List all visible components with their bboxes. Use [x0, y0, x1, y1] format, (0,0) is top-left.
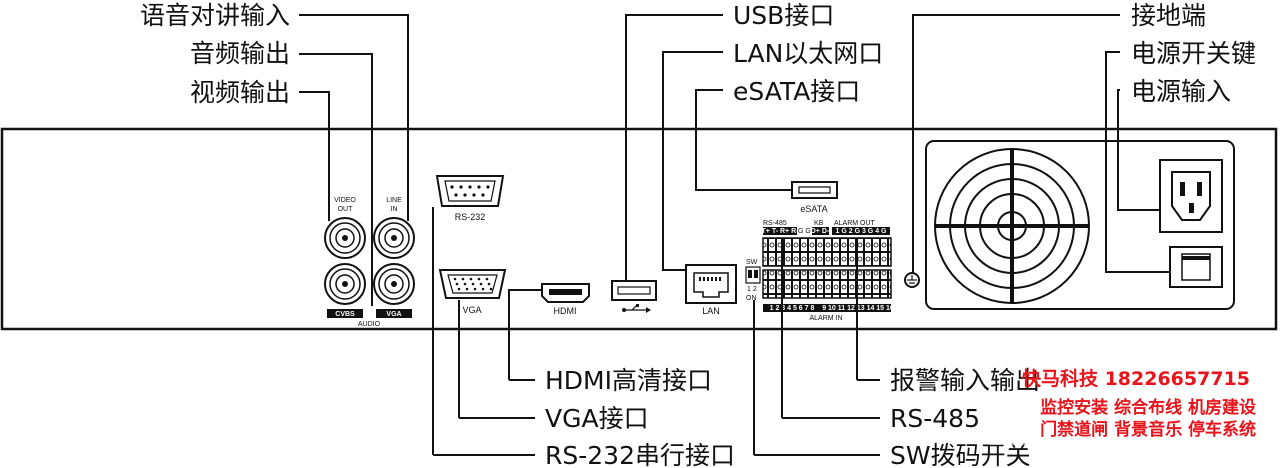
esata-panel-label: eSATA — [800, 204, 827, 214]
callout-esata: eSATA接口 — [733, 77, 860, 106]
line-in-label-1: LINE — [386, 197, 402, 204]
psu-fan-block — [925, 140, 1235, 310]
lan-port[interactable] — [685, 264, 737, 304]
callout-ground: 接地端 — [1131, 1, 1206, 30]
hdmi-panel-label: HDMI — [554, 306, 577, 316]
terminal-row-bottom[interactable] — [762, 269, 892, 299]
sw-panel-label: SW — [746, 259, 758, 266]
chassis-outline — [0, 127, 1278, 331]
fan-grille — [934, 148, 1090, 304]
callout-hdmi: HDMI高清接口 — [545, 366, 712, 395]
rs232-port[interactable] — [435, 175, 505, 207]
hdmi-port[interactable] — [541, 283, 590, 303]
sw-pin-numbers: 1 2 — [747, 286, 757, 293]
dip-switch[interactable] — [745, 266, 761, 284]
usb-icon — [622, 304, 651, 313]
callout-alarm: 报警输入输出 — [890, 366, 1040, 395]
alarm-out-pins: 1 G 2 G 3 G 4 G — [836, 228, 888, 235]
callout-power-switch: 电源开关键 — [1131, 39, 1256, 68]
vga-panel-label: VGA — [462, 305, 481, 315]
callout-rs485: RS-485 — [890, 404, 980, 433]
cvbs-tag: CVBS — [335, 311, 355, 318]
alarm-in-label: ALARM IN — [809, 315, 842, 322]
kb-panel-label: KB — [814, 220, 824, 227]
callout-power-in: 电源输入 — [1131, 77, 1231, 106]
alarm-in-pins-2: 9 10 11 12 13 14 15 16 — [822, 305, 894, 312]
bnc-video-out-connector[interactable] — [324, 217, 366, 259]
alarm-in-pins-1: 1 2 3 4 5 6 7 8 — [770, 305, 815, 312]
power-inlet[interactable] — [1159, 159, 1223, 233]
callout-audio-in: 语音对讲输入 — [140, 1, 290, 30]
watermark: 快马科技 18226657715 监控安装 综合布线 机房建设 门禁道闸 背景音… — [990, 367, 1262, 445]
callout-audio-out: 音频输出 — [190, 39, 290, 68]
av-section: VIDEO OUT LINE IN CVBS — [324, 197, 415, 328]
terminal-block: RS-485 T+ T- R+ R- G G KB D+ D- ALARM OU… — [745, 220, 894, 322]
power-switch[interactable] — [1169, 246, 1223, 288]
callout-vga: VGA接口 — [545, 404, 649, 433]
video-out-label-1: VIDEO — [334, 197, 356, 204]
vga-port[interactable] — [438, 269, 507, 299]
watermark-line-1: 监控安装 综合布线 机房建设 — [1040, 397, 1256, 418]
kb-pins: D+ D- — [811, 228, 830, 235]
audio-label: AUDIO — [358, 321, 381, 328]
bnc-line-in-connector[interactable] — [373, 217, 415, 259]
rs485-panel-label: RS-485 — [763, 220, 787, 227]
terminal-row-top[interactable] — [762, 237, 892, 267]
bnc-vga-audio-connector[interactable] — [373, 263, 415, 305]
callout-rs232: RS-232串行接口 — [545, 441, 735, 468]
rs232-panel-label: RS-232 — [455, 212, 486, 222]
video-out-label-2: OUT — [338, 206, 354, 213]
watermark-line-2: 门禁道闸 背景音乐 停车系统 — [1040, 419, 1256, 440]
gg-pins: G G — [798, 228, 811, 235]
sw-on-label: ON — [746, 295, 757, 302]
leader-lines — [299, 14, 1170, 456]
line-in-label-2: IN — [391, 206, 398, 213]
callout-sw: SW拨码开关 — [890, 441, 1031, 468]
callout-video-out: 视频输出 — [190, 78, 290, 107]
watermark-company: 快马科技 18226657715 — [1022, 367, 1250, 390]
usb-port[interactable] — [611, 280, 657, 301]
lan-panel-label: LAN — [702, 306, 720, 316]
alarm-out-label: ALARM OUT — [834, 220, 876, 227]
callout-lan: LAN以太网口 — [733, 39, 883, 68]
rs485-pins: T+ T- R+ R- — [762, 228, 800, 235]
bnc-cvbs-connector[interactable] — [324, 263, 366, 305]
vga-audio-tag: VGA — [386, 311, 401, 318]
callout-usb: USB接口 — [733, 1, 834, 30]
